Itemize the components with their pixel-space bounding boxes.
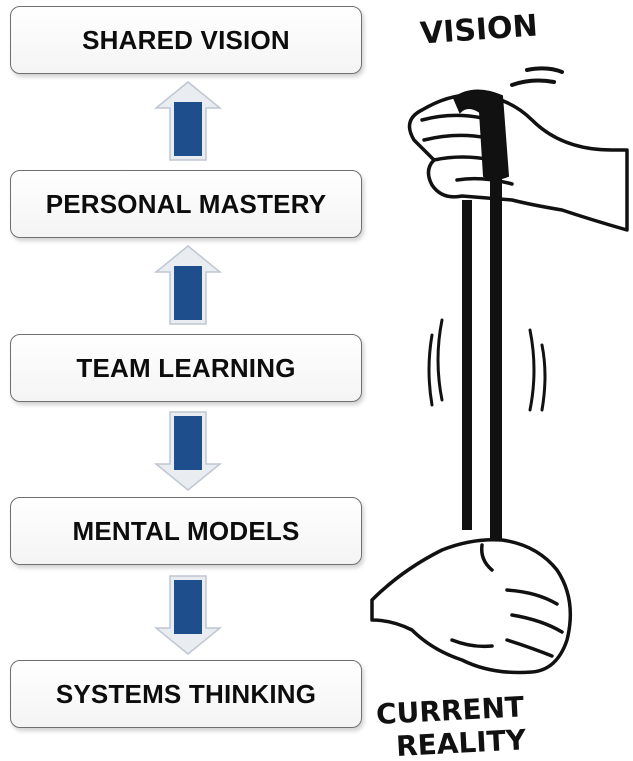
arrow-up-icon	[153, 81, 223, 161]
box-personal-mastery: PERSONAL MASTERY	[10, 170, 362, 238]
arrow-down-icon	[153, 575, 223, 655]
current-label: CURRENT	[375, 690, 525, 731]
motion-lines-icon	[510, 66, 564, 87]
box-shared-vision: SHARED VISION	[10, 6, 362, 74]
bottom-hand-icon	[370, 537, 573, 675]
top-hand-icon	[407, 92, 629, 232]
box-team-learning: TEAM LEARNING	[10, 334, 362, 402]
rubber-band-icon	[462, 178, 502, 610]
reality-label: REALITY	[395, 723, 527, 761]
rubber-band-illustration: VISION CURRENT REALITY	[370, 8, 629, 761]
box-systems-thinking: SYSTEMS THINKING	[10, 660, 362, 728]
vision-label: VISION	[419, 8, 539, 51]
vibration-lines-icon	[427, 318, 547, 412]
arrow-down-icon	[153, 411, 223, 491]
arrow-up-icon	[153, 245, 223, 325]
box-mental-models: MENTAL MODELS	[10, 497, 362, 565]
